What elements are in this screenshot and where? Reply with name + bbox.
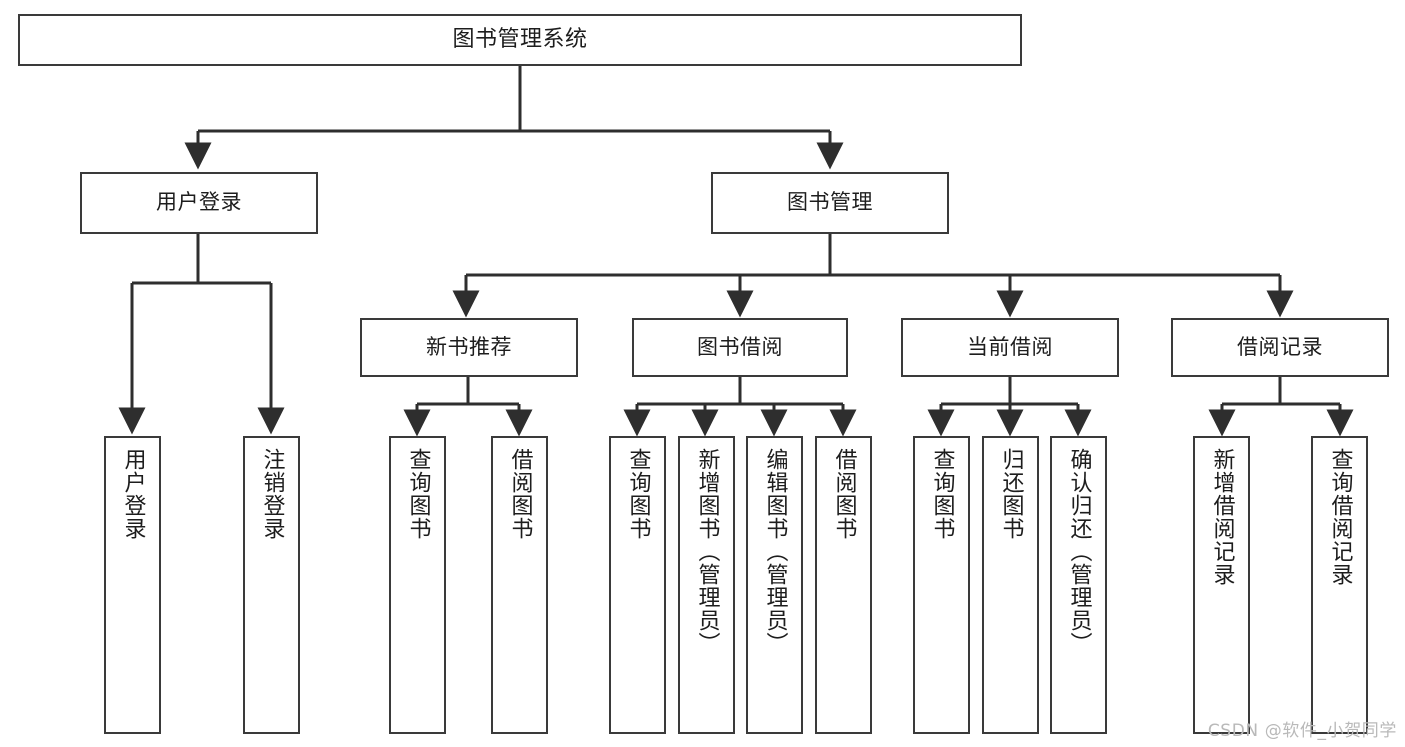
- csdn-watermark: CSDN @软件_小贺同学: [1207, 721, 1397, 741]
- node-label: 用户登录: [120, 448, 146, 540]
- node-label: 新增图书（管理员）: [694, 448, 720, 655]
- node-label: 查询图书: [625, 448, 651, 540]
- leaf-query-book-borrow[interactable]: 查询图书: [609, 436, 666, 734]
- leaf-query-book-current[interactable]: 查询图书: [913, 436, 970, 734]
- node-label: 当前借阅: [967, 334, 1053, 359]
- node-label: 归还图书: [998, 448, 1024, 540]
- node-label: 注销登录: [259, 448, 285, 540]
- leaf-return-book[interactable]: 归还图书: [982, 436, 1039, 734]
- node-book-management[interactable]: 图书管理: [711, 172, 949, 234]
- leaf-confirm-return-admin[interactable]: 确认归还（管理员）: [1050, 436, 1107, 734]
- leaf-add-book-admin[interactable]: 新增图书（管理员）: [678, 436, 735, 734]
- leaf-add-borrow-record[interactable]: 新增借阅记录: [1193, 436, 1250, 734]
- leaf-user-login[interactable]: 用户登录: [104, 436, 161, 734]
- node-current-borrow[interactable]: 当前借阅: [901, 318, 1119, 377]
- node-user-login[interactable]: 用户登录: [80, 172, 318, 234]
- node-label: 借阅图书: [831, 448, 857, 540]
- leaf-logout[interactable]: 注销登录: [243, 436, 300, 734]
- node-borrow-record[interactable]: 借阅记录: [1171, 318, 1389, 377]
- node-label: 查询借阅记录: [1327, 448, 1353, 586]
- node-new-book-recommendation[interactable]: 新书推荐: [360, 318, 578, 377]
- leaf-query-borrow-record[interactable]: 查询借阅记录: [1311, 436, 1368, 734]
- leaf-edit-book-admin[interactable]: 编辑图书（管理员）: [746, 436, 803, 734]
- node-label: 编辑图书（管理员）: [762, 448, 788, 655]
- node-label: 查询图书: [929, 448, 955, 540]
- node-book-borrow[interactable]: 图书借阅: [632, 318, 848, 377]
- node-label: 借阅记录: [1237, 334, 1323, 359]
- node-label: 新增借阅记录: [1209, 448, 1235, 586]
- node-label: 图书借阅: [697, 334, 783, 359]
- leaf-borrow-book-new[interactable]: 借阅图书: [491, 436, 548, 734]
- node-label: 用户登录: [156, 190, 242, 215]
- leaf-query-book-new[interactable]: 查询图书: [389, 436, 446, 734]
- node-label: 查询图书: [405, 448, 431, 540]
- node-label: 图书管理系统: [452, 26, 588, 52]
- node-root-book-management-system[interactable]: 图书管理系统: [18, 14, 1022, 66]
- node-label: 借阅图书: [507, 448, 533, 540]
- leaf-borrow-book[interactable]: 借阅图书: [815, 436, 872, 734]
- node-label: 图书管理: [787, 190, 873, 215]
- node-label: 确认归还（管理员）: [1066, 448, 1092, 655]
- node-label: 新书推荐: [426, 334, 512, 359]
